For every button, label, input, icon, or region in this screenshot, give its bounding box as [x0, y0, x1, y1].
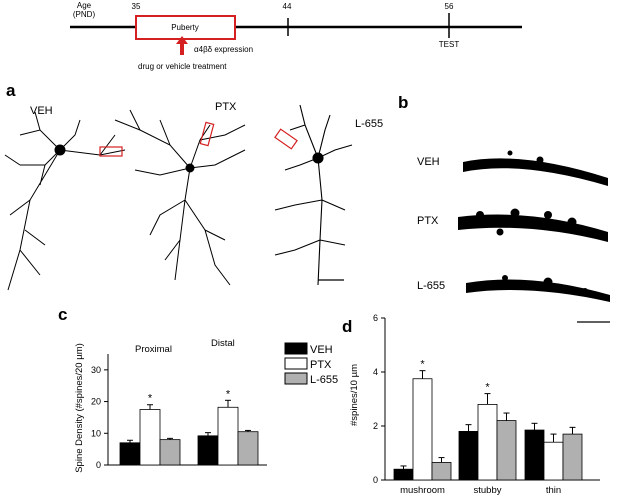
tick-label-44: 44	[283, 2, 292, 11]
legend-label: VEH	[310, 344, 333, 356]
neuron-l655-image	[274, 104, 353, 286]
y-tick-label: 20	[91, 397, 101, 407]
dendrite-ptx-image	[458, 208, 608, 242]
bar-veh-proximal	[119, 442, 141, 466]
bar-veh-thin	[524, 429, 545, 481]
y-tick-label: 4	[373, 367, 378, 377]
panel-letter-a: a	[6, 81, 16, 100]
significance-asterisk: *	[226, 388, 231, 400]
bar-l655-mushroom	[431, 462, 452, 481]
x-category-label: mushroom	[400, 485, 445, 496]
panel-letter-b: b	[398, 93, 408, 112]
neuron-label-l655: L-655	[355, 118, 383, 130]
bar-ptx-distal	[217, 406, 239, 466]
significance-asterisk: *	[420, 359, 425, 371]
treatment-label: drug or vehicle treatment	[138, 62, 227, 71]
panel-d: d #spines/10 µm 0 2 4 6 mushroom stubby thin * *	[342, 313, 600, 496]
legend-label: PTX	[310, 359, 332, 371]
chart-d-plot: 0 2 4 6 mushroom stubby thin * *	[373, 313, 600, 496]
bar-veh-stubby	[458, 430, 479, 481]
y-tick-label: 0	[96, 460, 101, 470]
tick-label-56: 56	[445, 2, 454, 11]
bar-l655-proximal	[159, 439, 181, 466]
dendrite-label-ptx: PTX	[417, 215, 439, 227]
y-tick-label: 0	[373, 475, 378, 485]
arrow-head-icon	[176, 36, 188, 44]
group-label-distal: Distal	[211, 338, 235, 349]
y-tick-label: 30	[91, 365, 101, 375]
bar-l655-thin	[562, 433, 583, 481]
dendrite-label-l655: L-655	[417, 280, 445, 292]
y-tick-label: 6	[373, 313, 378, 323]
expression-label: α4βδ expression	[194, 45, 253, 54]
panel-letter-c: c	[58, 305, 67, 324]
age-unit: (PND)	[73, 10, 96, 19]
neuron-label-ptx: PTX	[215, 101, 237, 113]
legend-swatch	[284, 372, 308, 385]
panel-b: b VEH PTX L-655	[398, 93, 610, 323]
bar-ptx-proximal	[139, 409, 161, 466]
timeline: Age (PND) 35 44 56 Puberty TEST α4βδ exp…	[70, 1, 522, 71]
bar-ptx-stubby	[477, 403, 498, 481]
bar-l655-distal	[237, 431, 259, 466]
d-y-axis-label: #spines/10 µm	[349, 364, 360, 426]
bar-ptx-mushroom	[412, 378, 433, 481]
y-tick-label: 2	[373, 421, 378, 431]
panel-a: a VEH PTX L-655	[4, 81, 383, 291]
legend-swatch	[284, 342, 308, 355]
age-label: Age	[77, 1, 92, 10]
tick-label-35: 35	[132, 2, 141, 11]
neuron-veh-image	[4, 111, 126, 291]
neuron-label-veh: VEH	[30, 105, 53, 117]
significance-asterisk: *	[148, 393, 153, 405]
bar-veh-mushroom	[393, 468, 414, 481]
dendrite-label-veh: VEH	[417, 156, 440, 168]
panel-letter-d: d	[342, 317, 352, 336]
x-category-label: stubby	[474, 485, 502, 496]
legend-label: L-655	[310, 374, 338, 386]
x-category-label: thin	[546, 485, 561, 496]
chart-c-plot: 0 10 20 30 * *	[91, 354, 267, 470]
panel-c: c Proximal Distal Spine Density (#spines…	[58, 305, 338, 473]
y-tick-label: 10	[91, 428, 101, 438]
significance-asterisk: *	[485, 382, 490, 394]
puberty-box	[135, 15, 236, 40]
bar-veh-distal	[197, 435, 219, 466]
neuron-ptx-image	[114, 109, 246, 286]
dendrite-veh-image	[463, 150, 608, 186]
dendrite-l655-image	[466, 275, 610, 302]
puberty-label: Puberty	[171, 23, 199, 32]
bar-l655-stubby	[496, 420, 517, 481]
test-label: TEST	[439, 40, 460, 49]
c-y-axis-label: Spine Density (#spines/20 µm)	[74, 343, 85, 473]
chart-c-legend: VEH PTX L-655	[284, 342, 338, 386]
bar-ptx-thin	[543, 441, 564, 481]
group-label-proximal: Proximal	[135, 344, 172, 355]
legend-swatch	[284, 357, 308, 370]
